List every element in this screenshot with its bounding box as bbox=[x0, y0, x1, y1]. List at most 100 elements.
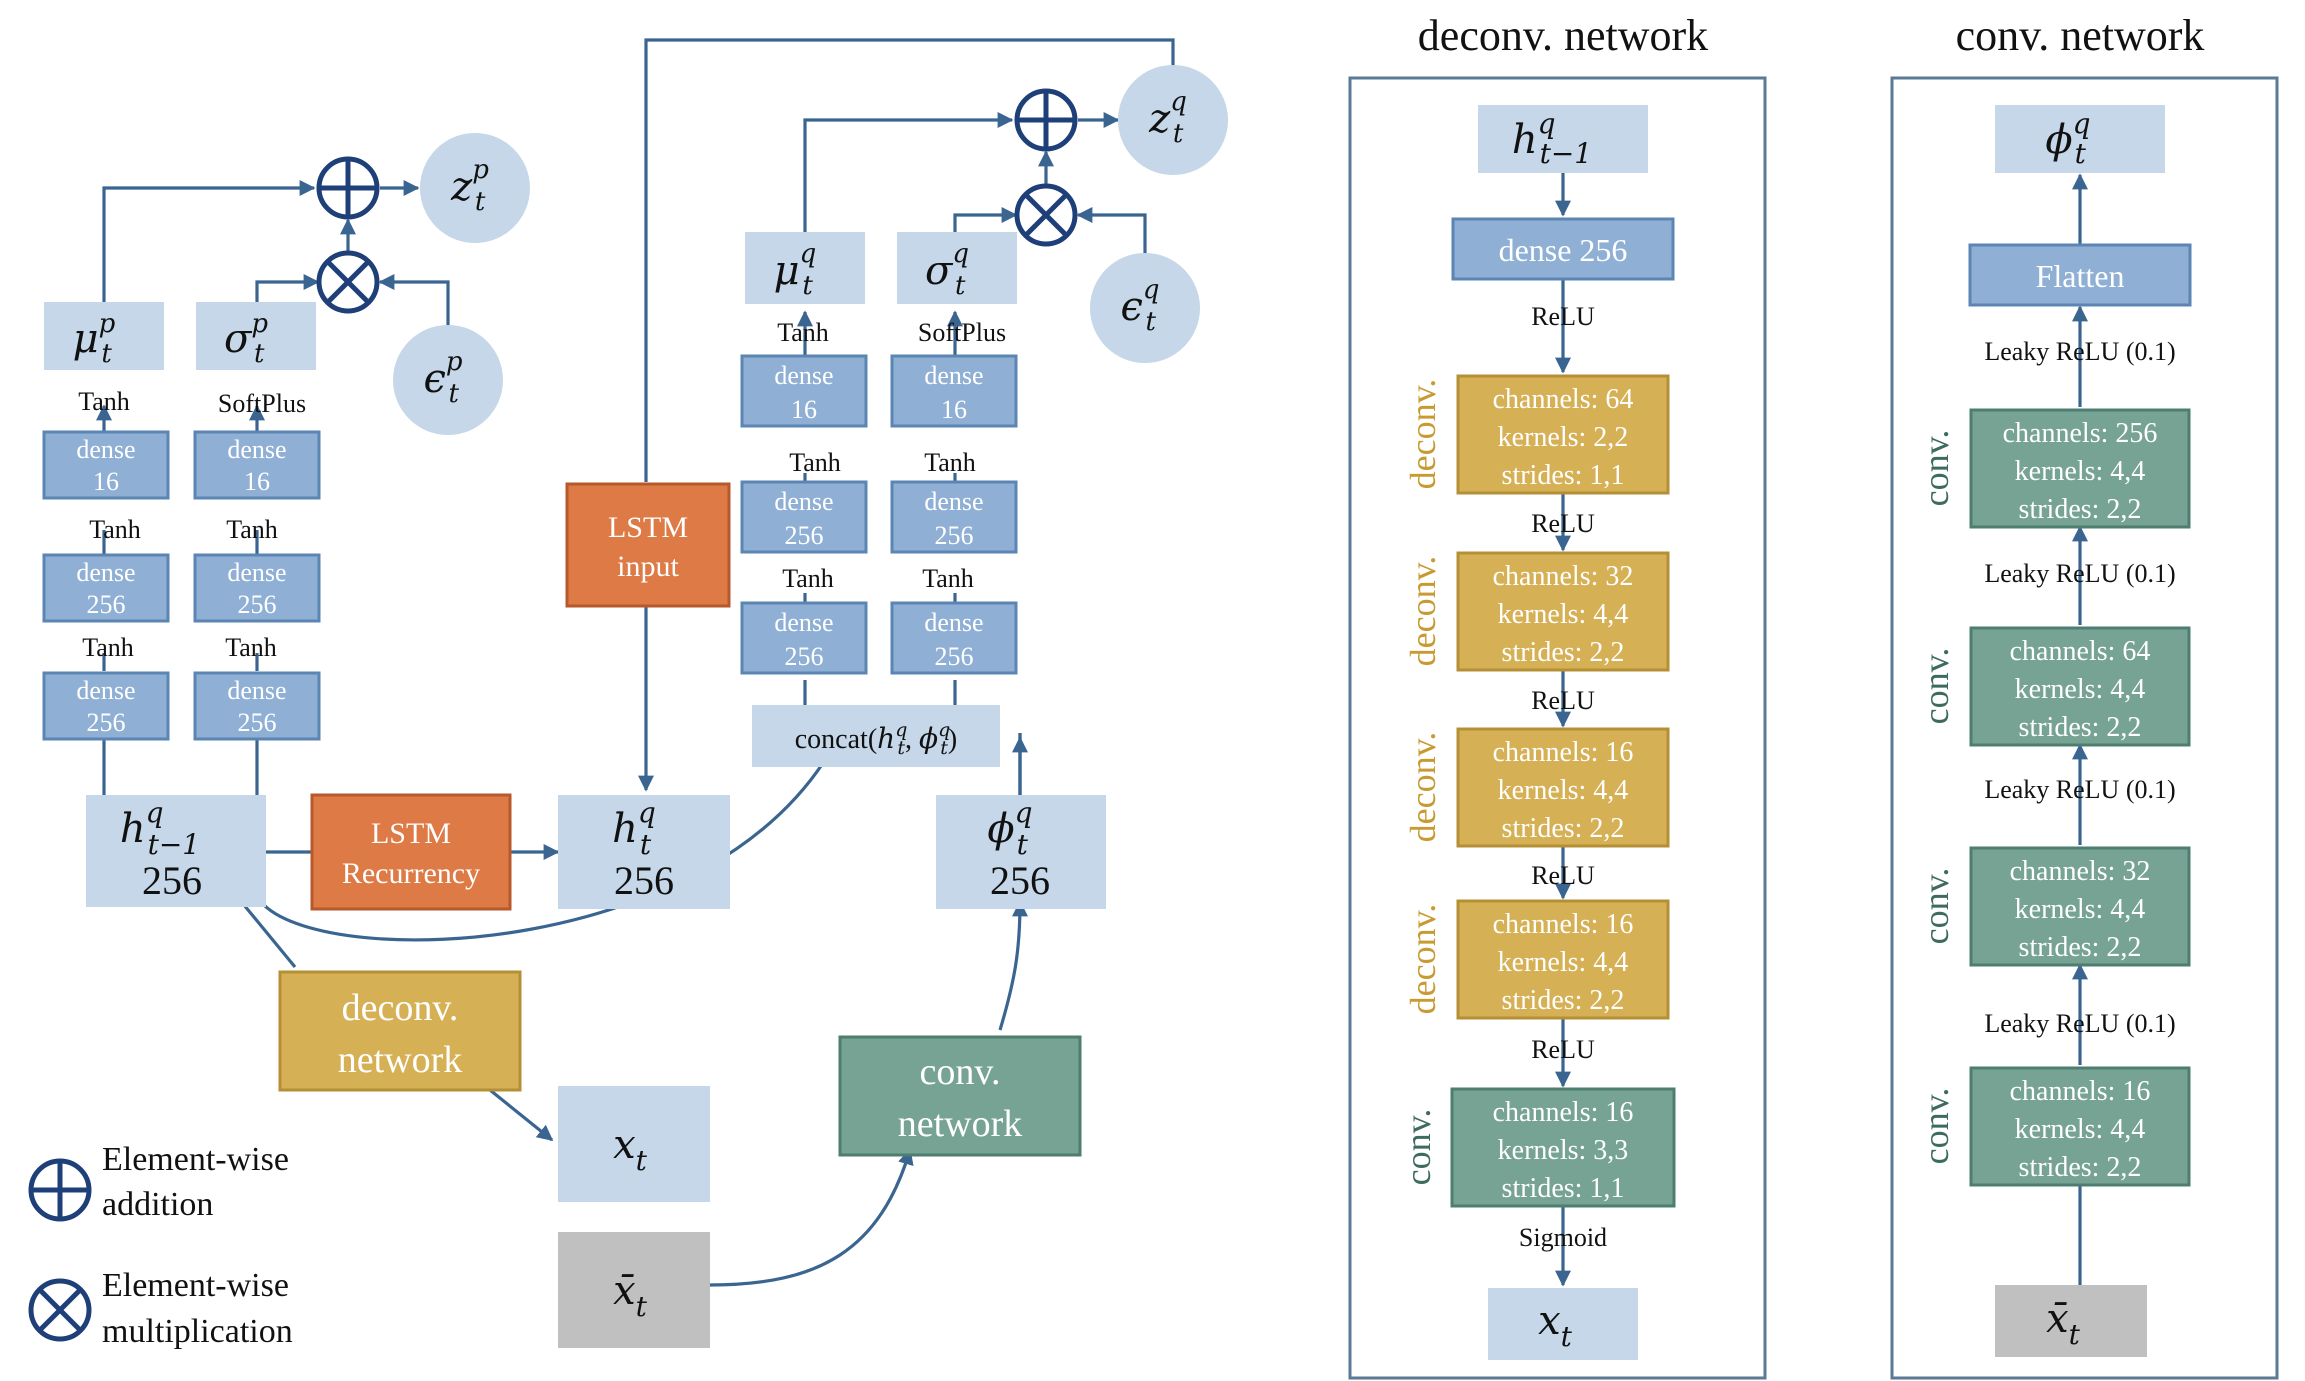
conv-layer-1 bbox=[1969, 408, 2191, 529]
edge-hprev-to-deconvnet bbox=[242, 903, 297, 969]
deconv-layer-2-strides: strides: 2,2 bbox=[1502, 637, 1625, 668]
prior-sigma-activation: SoftPlus bbox=[218, 389, 306, 418]
lstm-input-label-1: LSTM bbox=[608, 511, 688, 544]
edge-sigma-q-to-mul bbox=[953, 207, 1018, 232]
deconv-layer-1 bbox=[1456, 374, 1670, 495]
legend-add-label-1: Element-wise bbox=[102, 1141, 289, 1178]
deconv-act-1: ReLU bbox=[1531, 302, 1595, 331]
deconv-layer-3-channels: channels: 16 bbox=[1493, 737, 1634, 768]
conv-layer-2-strides: strides: 2,2 bbox=[2019, 712, 2142, 743]
deconv-dense-label: dense 256 bbox=[1499, 232, 1628, 268]
conv-layer-2 bbox=[1969, 626, 2191, 747]
conv-act-3: Leaky ReLU (0.1) bbox=[1984, 775, 2175, 804]
post-left-dense-256-b-label: dense bbox=[774, 608, 833, 637]
conv-panel-frame bbox=[1890, 76, 2279, 1380]
prior-right-dense-256-a-size: 256 bbox=[238, 590, 277, 619]
deconv-layer-5-channels: channels: 16 bbox=[1493, 1097, 1634, 1128]
deconv-act-6: Sigmoid bbox=[1519, 1223, 1607, 1252]
edge-xbar-to-convnet bbox=[709, 1148, 914, 1287]
conv-act-4: Leaky ReLU (0.1) bbox=[1984, 1009, 2175, 1038]
post-sigma-activation: SoftPlus bbox=[918, 318, 1006, 347]
deconv-dense-node bbox=[1451, 217, 1675, 281]
conv-layer-4 bbox=[1969, 1066, 2191, 1187]
edge-mu-q-to-add bbox=[803, 112, 1014, 232]
deconv-layer-2-side-label: deconv. bbox=[1403, 556, 1443, 667]
deconv-output-label: xt bbox=[1538, 1298, 1573, 1353]
h-prev-node bbox=[86, 795, 266, 907]
prior-left-dense-16-label: dense bbox=[76, 435, 135, 464]
prior-left-dense-16 bbox=[42, 430, 170, 500]
conv-flatten-node bbox=[1968, 243, 2192, 307]
deconv-panel-title: deconv. network bbox=[1418, 11, 1708, 60]
deconv-layer-2-kernels: kernels: 4,4 bbox=[1498, 599, 1629, 630]
deconv-layer-5-side-label: conv. bbox=[1398, 1109, 1438, 1186]
edge-eps-q-to-mul bbox=[1076, 207, 1147, 260]
prior-right-dense-256-b-label: dense bbox=[227, 676, 286, 705]
z-p-node bbox=[420, 133, 530, 243]
post-right-dense-256-a bbox=[890, 480, 1018, 554]
deconv-network-node bbox=[278, 970, 522, 1092]
prior-left-act-1: Tanh bbox=[89, 515, 141, 544]
edge-sigma-p-to-mul bbox=[255, 274, 320, 302]
post-left-dense-16 bbox=[740, 354, 868, 428]
h-t-size: 256 bbox=[614, 858, 674, 903]
phi-t-node bbox=[936, 795, 1106, 909]
conv-layer-2-channels: channels: 64 bbox=[2010, 636, 2151, 667]
post-left-dense-16-size: 16 bbox=[791, 395, 817, 424]
lstm-recurrency-node bbox=[310, 793, 512, 911]
prior-right-dense-16-label: dense bbox=[227, 435, 286, 464]
prior-left-dense-256-b-label: dense bbox=[76, 676, 135, 705]
legend: Element-wise addition Element-wise multi… bbox=[28, 1141, 293, 1350]
x-t-label: xt bbox=[613, 1122, 648, 1177]
conv-network-label-2: network bbox=[898, 1103, 1023, 1145]
conv-panel-title: conv. network bbox=[1956, 11, 2205, 60]
deconv-layer-5-strides: strides: 1,1 bbox=[1502, 1173, 1625, 1204]
conv-input-label: x̄t bbox=[2046, 1296, 2081, 1351]
deconv-panel-frame bbox=[1348, 76, 1767, 1380]
post-right-act-2: Tanh bbox=[922, 564, 974, 593]
concat-node bbox=[752, 705, 1000, 767]
xbar-t-node bbox=[558, 1232, 710, 1348]
z-q-node bbox=[1118, 65, 1228, 175]
prior-right-dense-256-b-size: 256 bbox=[238, 708, 277, 737]
deconv-layer-4 bbox=[1456, 899, 1670, 1020]
post-right-dense-16 bbox=[890, 354, 1018, 428]
deconv-layer-4-strides: strides: 2,2 bbox=[1502, 985, 1625, 1016]
prior-left-dense-256-a bbox=[42, 553, 170, 623]
deconv-layer-1-side-label: deconv. bbox=[1403, 379, 1443, 490]
conv-layer-1-strides: strides: 2,2 bbox=[2019, 494, 2142, 525]
conv-layer-4-side-label: conv. bbox=[1916, 1088, 1956, 1165]
add-operator-prior-icon bbox=[316, 156, 380, 220]
mu-q-node bbox=[745, 232, 865, 304]
deconv-layer-3 bbox=[1456, 727, 1670, 848]
deconv-act-2: ReLU bbox=[1531, 509, 1595, 538]
conv-output-node bbox=[1995, 105, 2165, 173]
conv-act-2: Leaky ReLU (0.1) bbox=[1984, 559, 2175, 588]
deconv-layer-2-channels: channels: 32 bbox=[1493, 561, 1634, 592]
deconv-layer-1-strides: strides: 1,1 bbox=[1502, 460, 1625, 491]
deconv-layer-3-side-label: deconv. bbox=[1403, 732, 1443, 843]
conv-layer-1-channels: channels: 256 bbox=[2003, 418, 2158, 449]
prior-mu-activation: Tanh bbox=[78, 387, 130, 416]
phi-t-size: 256 bbox=[990, 858, 1050, 903]
sigma-q-node bbox=[897, 232, 1017, 304]
mu-p-node bbox=[44, 302, 164, 370]
edge-mu-p-to-add bbox=[102, 180, 316, 302]
post-left-dense-256-a-label: dense bbox=[774, 487, 833, 516]
edge-eps-p-to-mul bbox=[378, 274, 450, 328]
edges bbox=[96, 38, 2088, 1287]
prior-left-act-2: Tanh bbox=[82, 633, 134, 662]
post-right-dense-256-b bbox=[890, 601, 1018, 675]
conv-network-node bbox=[838, 1035, 1082, 1157]
conv-layer-3-side-label: conv. bbox=[1916, 868, 1956, 945]
deconv-layer-5 bbox=[1450, 1087, 1676, 1208]
post-right-dense-16-label: dense bbox=[924, 361, 983, 390]
multiply-operator-prior-icon bbox=[316, 250, 380, 314]
deconv-act-4: ReLU bbox=[1531, 861, 1595, 890]
